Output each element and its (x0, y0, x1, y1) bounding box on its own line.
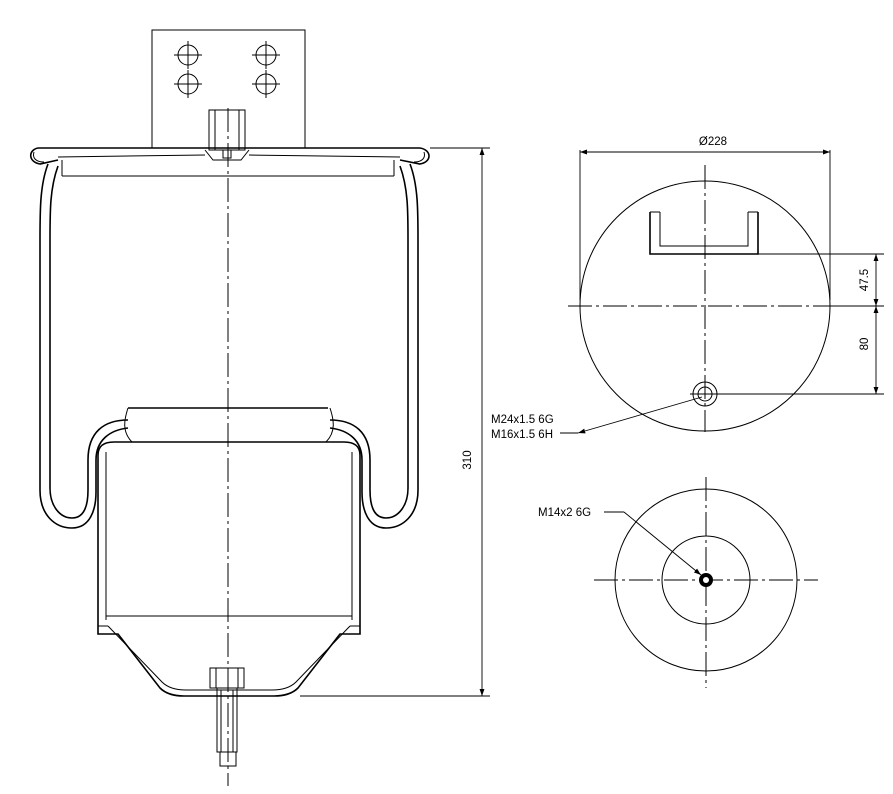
thread-callout-top: M24x1.5 6G M16x1.5 6H (491, 396, 703, 441)
bottom-view: M14x2 6G (538, 477, 818, 688)
bolt-hole-icon (252, 70, 280, 98)
bellows-left (39, 163, 129, 529)
height-label: 310 (462, 450, 474, 469)
offset-47-label: 47.5 (859, 269, 871, 291)
diameter-label: Ø228 (699, 136, 727, 148)
thread-callout-bottom: M14x2 6G (538, 507, 702, 576)
height-dimension: 310 (300, 147, 490, 697)
top-bead-plate (29, 147, 430, 177)
bolt-hole-icon (252, 41, 280, 69)
bottom-bolt (209, 667, 245, 767)
top-stud (204, 109, 250, 161)
piston (97, 407, 361, 697)
thread-label-m24: M24x1.5 6G (491, 414, 554, 426)
top-view: Ø228 47.5 80 M24x1.5 6G M16x1.5 6H (491, 136, 884, 441)
offset-dimensions: 47.5 80 (734, 253, 884, 395)
bolt-hole-icon (174, 41, 202, 69)
side-view: 310 (29, 29, 490, 786)
bolt-hole-icon (174, 70, 202, 98)
diameter-dimension: Ø228 (579, 136, 831, 300)
thread-label-m16: M16x1.5 6H (491, 429, 553, 441)
thread-label-m14: M14x2 6G (538, 507, 591, 519)
bolt-center-icon (699, 573, 713, 587)
bellows-right (329, 163, 419, 529)
air-port-icon (690, 381, 734, 407)
bracket (649, 211, 759, 255)
offset-80-label: 80 (859, 338, 871, 351)
